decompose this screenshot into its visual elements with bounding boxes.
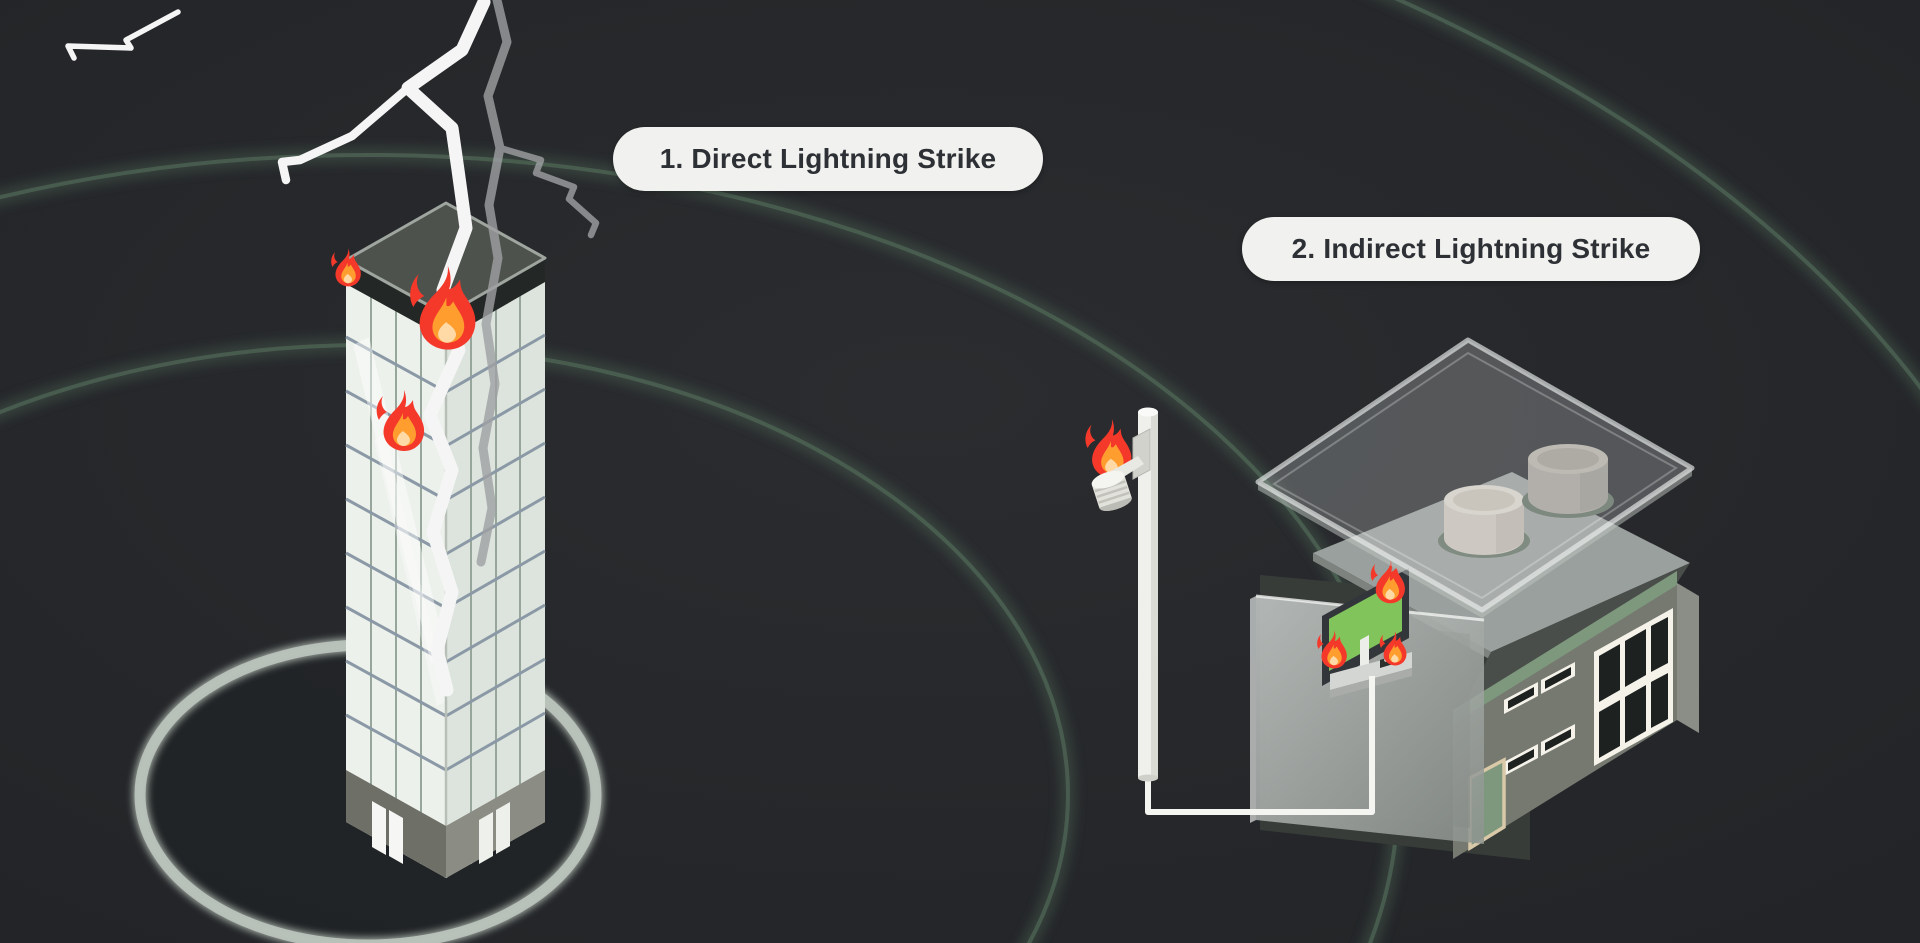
vent <box>1504 744 1538 776</box>
small-building <box>1250 337 1699 860</box>
tower-entrance-doors <box>372 801 510 864</box>
callout-direct-label: 1. Direct Lightning Strike <box>659 143 997 174</box>
antenna-pole <box>1085 407 1158 782</box>
tower-base-side <box>446 770 545 878</box>
callout-indirect-strike: 2. Indirect Lightning Strike <box>1242 217 1700 281</box>
antenna-cable <box>1145 676 1375 815</box>
facade-vents <box>1504 662 1575 776</box>
roof-tank-front <box>1438 485 1530 558</box>
building-right-face <box>1677 583 1699 733</box>
sensor-device <box>1091 428 1151 511</box>
pole-shade <box>1151 412 1158 778</box>
building-trim-green <box>1453 571 1677 724</box>
lightning-bolt-gray <box>476 0 600 567</box>
tower-glass-glare <box>353 337 448 706</box>
pole-cap <box>1138 407 1158 417</box>
sensor-bracket <box>1132 428 1151 480</box>
lightning-branch-left <box>277 83 413 185</box>
callout-indirect-label: 2. Indirect Lightning Strike <box>1291 233 1651 264</box>
vent <box>1541 724 1575 756</box>
lightning-doodle-topleft <box>65 9 181 61</box>
lightning-branch-right <box>496 144 600 239</box>
roof-tank-back <box>1522 444 1614 518</box>
window-group-lower <box>1594 664 1673 766</box>
sensor-top-cap <box>1091 470 1125 489</box>
monitor-screen <box>1329 579 1402 671</box>
callout-direct-strike: 1. Direct Lightning Strike <box>613 127 1043 191</box>
pole-foot <box>1138 774 1158 782</box>
sensor-bottom <box>1099 497 1132 511</box>
monitor-stand <box>1360 635 1369 671</box>
building-roof <box>1313 472 1690 652</box>
floating-glass-panel <box>1255 337 1695 618</box>
vent <box>1541 662 1575 694</box>
vent <box>1504 682 1538 714</box>
window-group-upper <box>1594 608 1673 710</box>
